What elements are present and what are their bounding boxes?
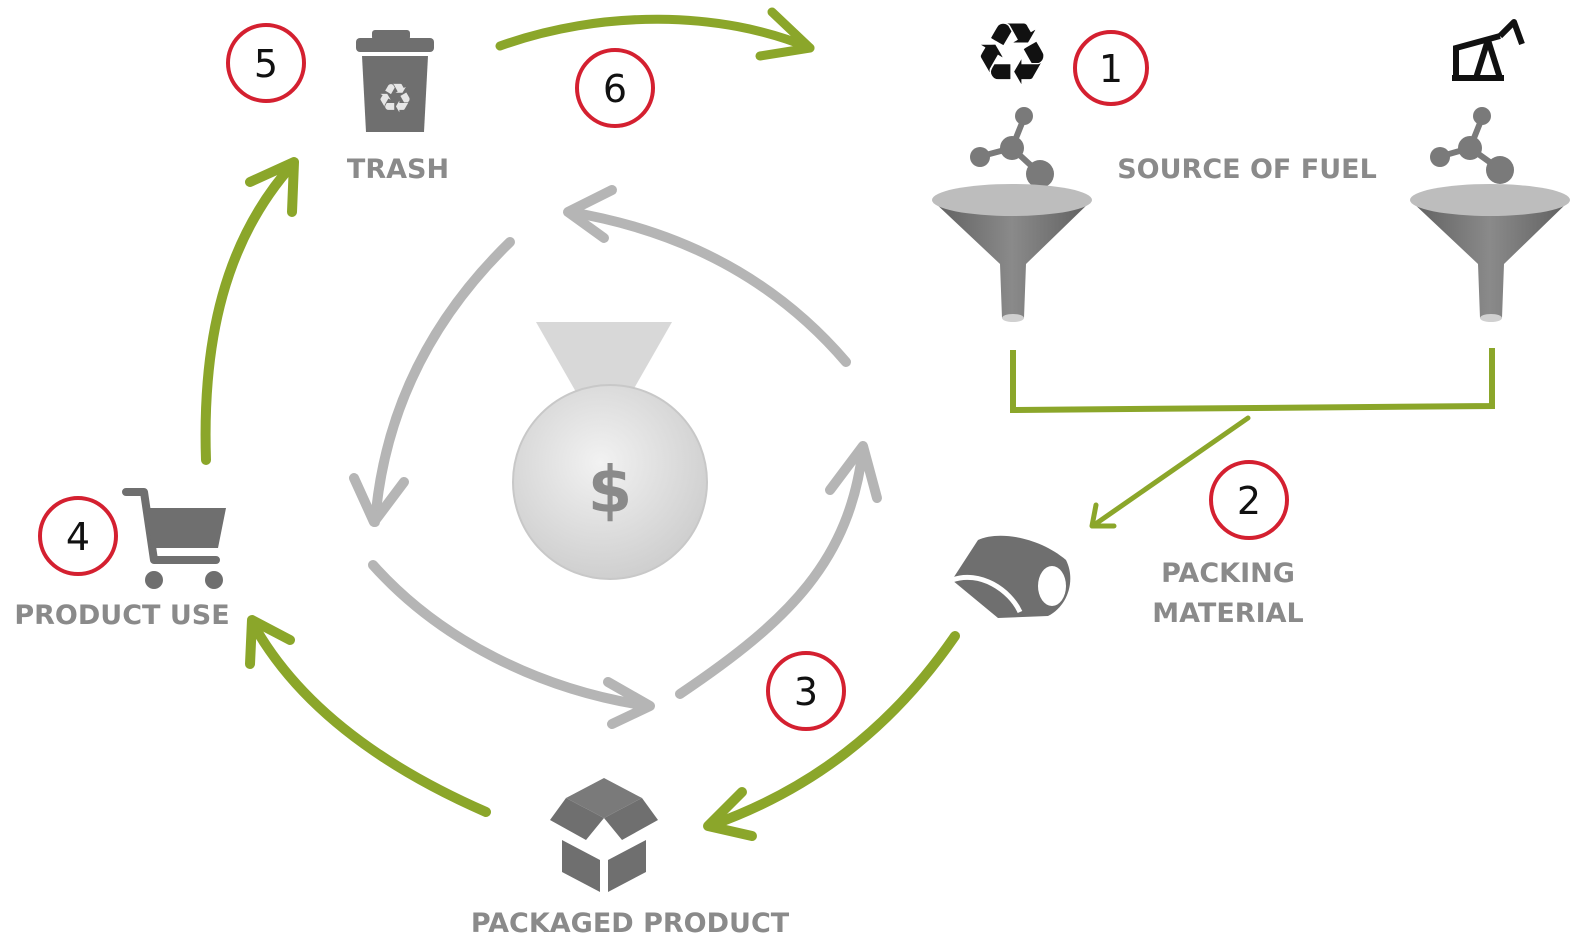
arrow-packing-to-product <box>703 631 960 841</box>
inner-arrow-top <box>563 185 851 367</box>
step-marker-5: 5 <box>226 23 306 103</box>
step-marker-6: 6 <box>575 48 655 128</box>
svg-text:♻: ♻ <box>973 5 1050 105</box>
step-number: 2 <box>1237 479 1261 523</box>
trash-can-icon: ♻ <box>356 30 434 132</box>
inner-arrow-bottom <box>368 560 655 729</box>
funnel-icon <box>932 184 1092 322</box>
inner-arrow-left <box>349 237 515 527</box>
step-number: 5 <box>254 42 278 86</box>
arrow-trash-to-source <box>495 7 815 61</box>
step-number: 6 <box>603 67 627 111</box>
source-of-fuel-label: SOURCE OF FUEL <box>1117 154 1377 185</box>
step-number: 4 <box>66 515 90 559</box>
product-use-label: PRODUCT USE <box>14 600 229 631</box>
arrow-product-to-use <box>245 615 491 817</box>
step-marker-2: 2 <box>1209 460 1289 540</box>
step-marker-4: 4 <box>38 496 118 576</box>
money-symbol: $ <box>588 454 633 528</box>
step-number: 1 <box>1099 47 1123 91</box>
shopping-cart-icon <box>122 488 226 589</box>
box-icon <box>550 778 658 892</box>
packing-label-line1: PACKING <box>1161 558 1295 589</box>
inner-arrow-right <box>675 441 882 699</box>
money-bag-icon: $ <box>512 322 708 580</box>
funnel-icon <box>1410 184 1570 322</box>
step-marker-3: 3 <box>766 651 846 731</box>
trash-label: TRASH <box>347 154 449 185</box>
oil-pump-icon <box>1452 19 1525 81</box>
molecule-icon <box>970 107 1054 188</box>
packing-roll-icon <box>951 535 1071 618</box>
bracket-fuel-merge <box>1010 348 1495 529</box>
molecule-icon <box>1430 107 1514 184</box>
recycle-icon: ♻ <box>973 5 1050 105</box>
step-number: 3 <box>794 670 818 714</box>
svg-text:♻: ♻ <box>377 76 413 122</box>
packaged-product-label: PACKAGED PRODUCT <box>471 908 790 939</box>
packing-label-line2: MATERIAL <box>1152 598 1303 629</box>
step-marker-1: 1 <box>1073 30 1149 106</box>
arrow-use-to-trash <box>200 157 299 465</box>
